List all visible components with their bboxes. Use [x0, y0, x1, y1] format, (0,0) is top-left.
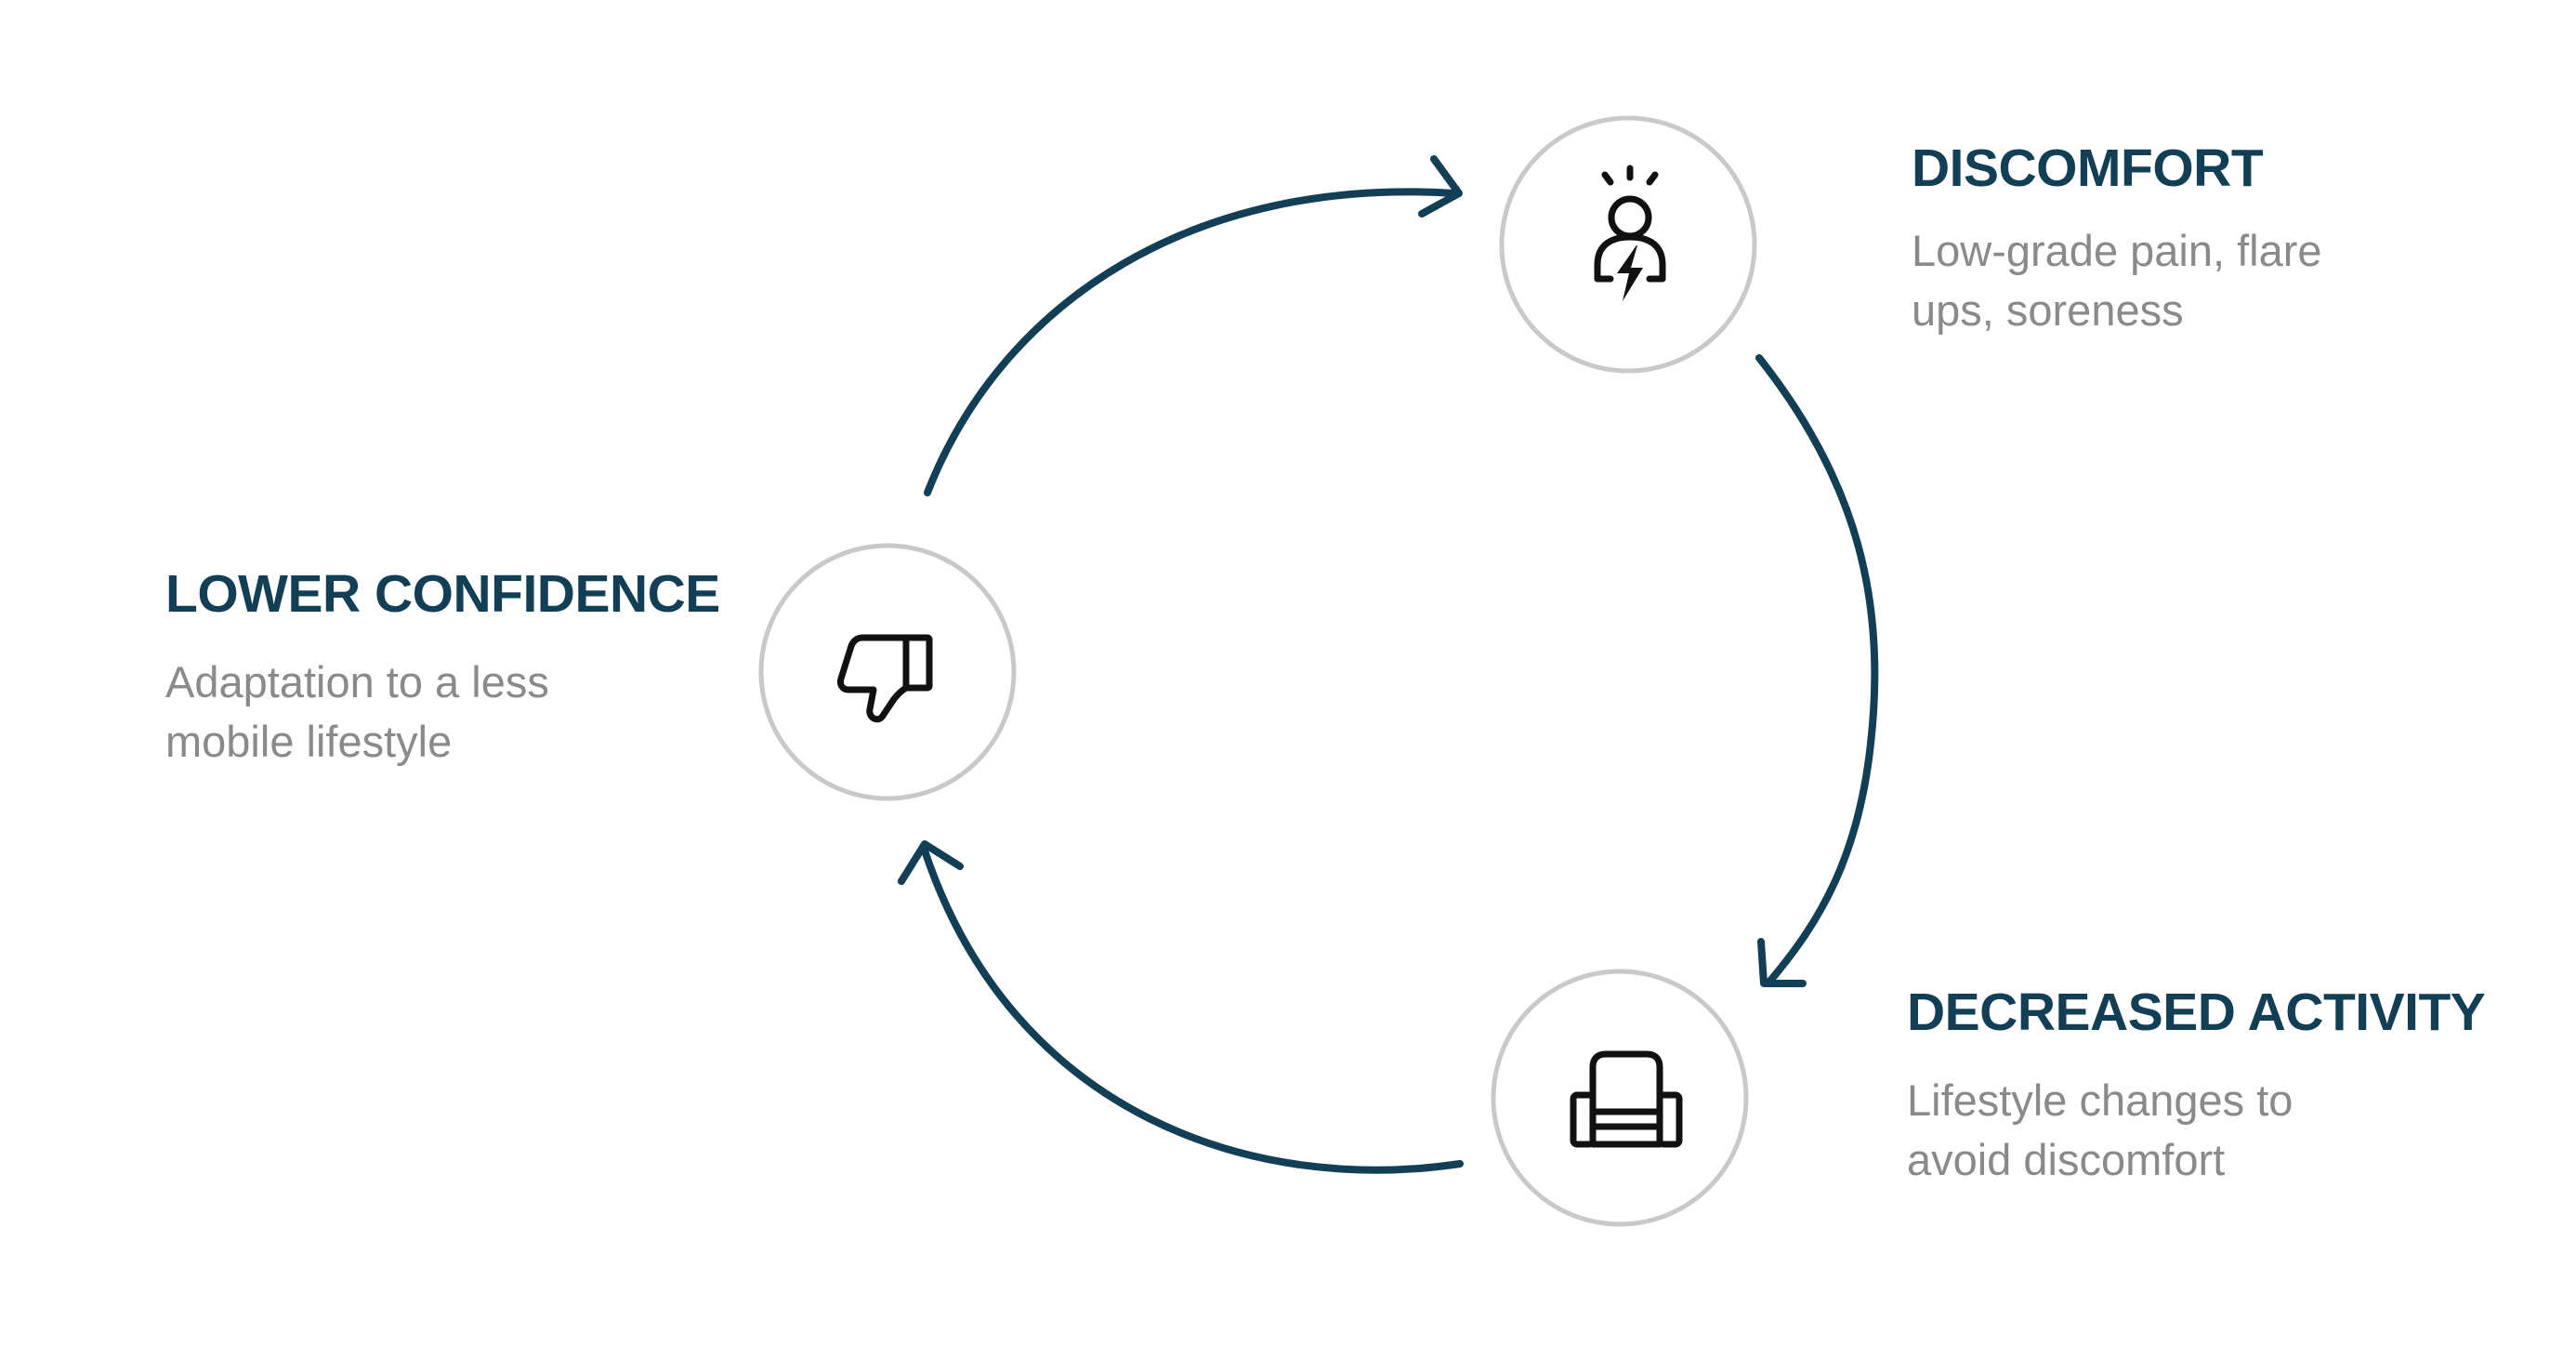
discomfort-description: Low-grade pain, flare ups, soreness — [1912, 226, 2322, 335]
arrow-discomfort-to-decreased-activity — [1755, 354, 1879, 987]
arrow-lower-confidence-to-discomfort — [924, 155, 1463, 496]
person-pain-icon — [1594, 165, 1666, 301]
discomfort-label: DISCOMFORT Low-grade pain, flare ups, so… — [1912, 142, 2413, 340]
thumbs-down-icon — [837, 634, 933, 723]
armchair-icon — [1570, 1050, 1683, 1148]
discomfort-circle — [1499, 115, 1757, 374]
discomfort-title: DISCOMFORT — [1912, 139, 2264, 198]
node-decreased-activity — [1491, 969, 1749, 1227]
decreased-activity-circle — [1491, 969, 1749, 1227]
node-discomfort — [1499, 115, 1757, 374]
decreased-activity-title: DECREASED ACTIVITY — [1907, 983, 2486, 1042]
decreased-activity-label: DECREASED ACTIVITY Lifestyle changes to … — [1907, 983, 2486, 1190]
lower-confidence-circle — [758, 543, 1017, 801]
lower-confidence-title: LOWER CONFIDENCE — [165, 564, 720, 624]
node-lower-confidence — [758, 543, 1017, 801]
lower-confidence-description: Adaptation to a less mobile lifestyle — [165, 657, 549, 766]
lower-confidence-label: LOWER CONFIDENCE Adaptation to a less mo… — [165, 568, 720, 772]
arrow-decreased-activity-to-lower-confidence — [898, 840, 1464, 1174]
decreased-activity-description: Lifestyle changes to avoid discomfort — [1907, 1075, 2293, 1184]
